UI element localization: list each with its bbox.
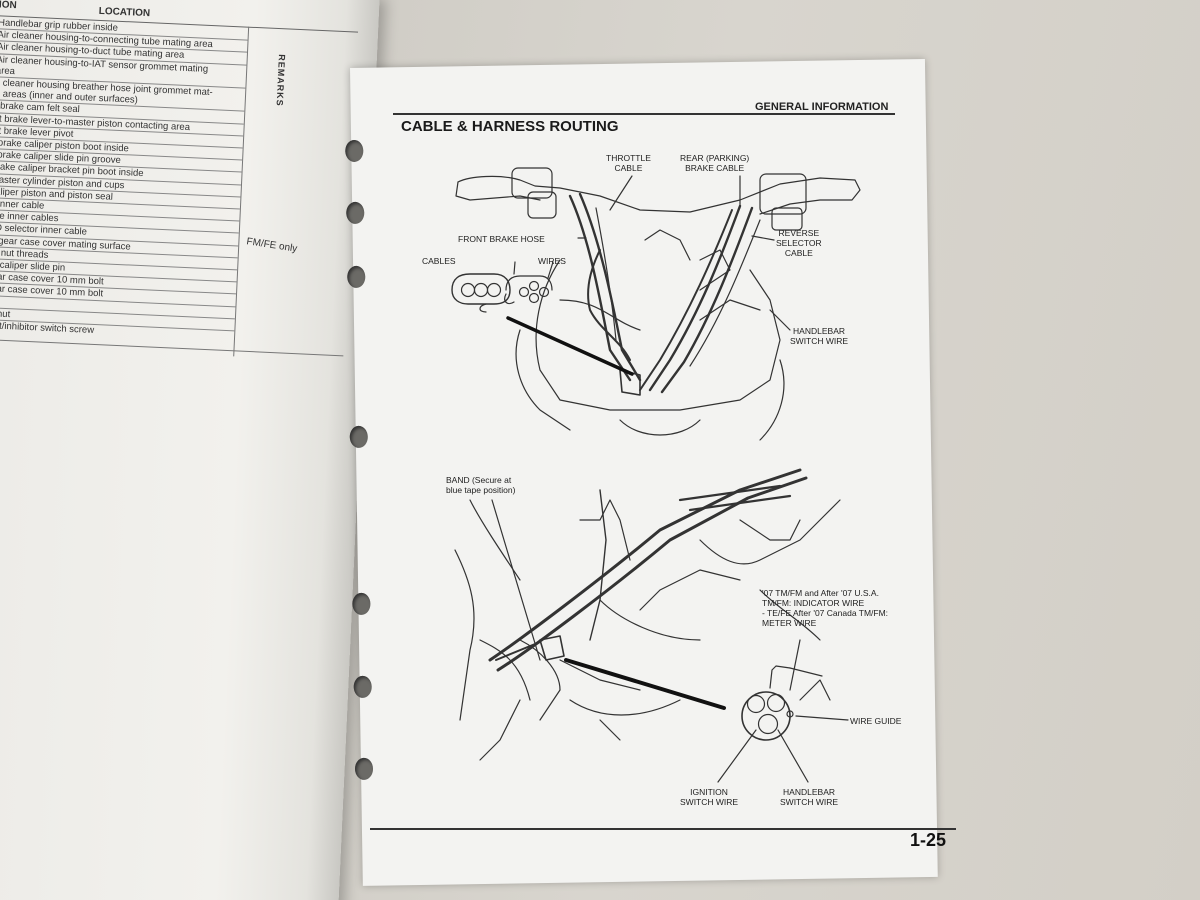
label-band: BAND (Secure at blue tape position) <box>446 475 515 495</box>
label-line: HANDLEBAR <box>793 326 846 336</box>
label-rear-brake-cable: REAR (PARKING) BRAKE CABLE <box>680 153 749 173</box>
page-title: CABLE & HARNESS ROUTING <box>401 118 619 135</box>
label-line: CABLE <box>614 163 643 173</box>
label-line: SWITCH WIRE <box>680 797 739 807</box>
label-line: BAND (Secure at <box>446 475 512 485</box>
label-line: METER WIRE <box>762 618 817 628</box>
label-wires: WIRES <box>538 256 566 266</box>
label-throttle-cable: THROTTLE CABLE <box>606 153 651 173</box>
label-line: IGNITION <box>690 787 728 797</box>
label-ignition-switch-wire: IGNITION SWITCH WIRE <box>680 787 738 807</box>
label-handlebar-switch-wire-top: HANDLEBAR SWITCH WIRE <box>790 326 848 346</box>
label-line: HANDLEBAR <box>783 787 836 797</box>
label-line: SELECTOR <box>776 238 822 248</box>
label-wire-guide: WIRE GUIDE <box>850 716 902 726</box>
label-cables: CABLES <box>422 256 456 266</box>
label-line: SWITCH WIRE <box>780 797 839 807</box>
label-reverse-selector-cable: REVERSE SELECTOR CABLE <box>776 228 822 258</box>
header-rule <box>393 113 895 115</box>
section-header: GENERAL INFORMATION <box>755 101 889 113</box>
label-line: '07 TM/FM and After '07 U.S.A. <box>762 588 879 598</box>
label-indicator-wire-note: '07 TM/FM and After '07 U.S.A. TM/FM: IN… <box>762 588 888 628</box>
label-line: TM/FM: INDICATOR WIRE <box>762 598 865 608</box>
label-line: - TE/FE After '07 Canada TM/FM: <box>762 608 889 618</box>
frame-harness-diagram <box>454 468 841 761</box>
footer-rule <box>370 828 956 830</box>
label-handlebar-switch-wire-bottom: HANDLEBAR SWITCH WIRE <box>780 787 838 807</box>
label-line: REVERSE <box>778 228 820 238</box>
label-line: THROTTLE <box>606 153 651 163</box>
label-line: SWITCH WIRE <box>790 336 849 346</box>
label-line: BRAKE CABLE <box>685 163 745 173</box>
label-front-brake-hose: FRONT BRAKE HOSE <box>458 234 545 244</box>
handlebar-diagram <box>451 167 861 441</box>
page-number: 1-25 <box>910 830 947 850</box>
label-line: REAR (PARKING) <box>680 153 750 163</box>
label-line: blue tape position) <box>446 485 516 495</box>
label-line: CABLE <box>784 248 813 258</box>
